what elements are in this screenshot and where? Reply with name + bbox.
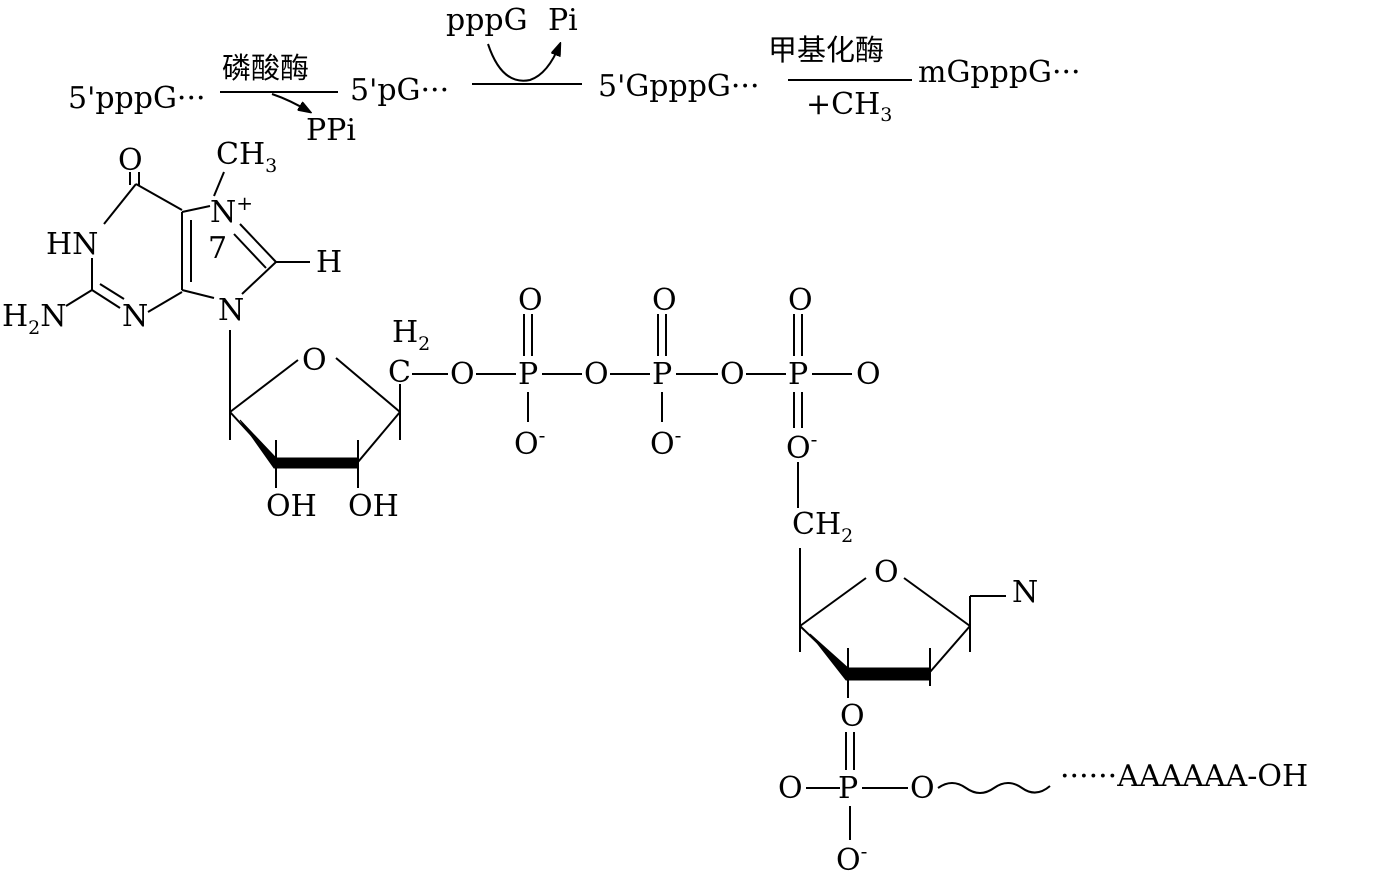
5prime-ch2: CH2 <box>792 507 853 547</box>
c8-hydrogen: H <box>316 245 342 280</box>
reaction-scheme: 5'pppG··· 磷酸酶 PPi 5'pG··· pppG Pi 5'Gppp… <box>68 3 1081 148</box>
phosphate-oxide: O- <box>836 839 867 875</box>
gamma-right-oxygen: O <box>856 357 881 392</box>
n3-nitrogen: N <box>122 299 148 334</box>
methyl-group-label: +CH3 <box>806 87 892 126</box>
alpha-top-oxygen: O <box>518 283 543 318</box>
phosphorus-gamma: P <box>788 357 808 392</box>
chain-wavy-bond <box>937 782 1051 794</box>
product-label: mGpppG··· <box>918 55 1081 90</box>
capped-intermediate-label: 5'GpppG··· <box>598 69 759 104</box>
cap-ribose-labels: O C H2 OH OH <box>266 315 430 524</box>
c5-carbon: C <box>388 355 411 390</box>
position-7-label: 7 <box>208 231 227 266</box>
ppi-label: PPi <box>306 113 356 148</box>
n1-hn: HN <box>46 227 98 262</box>
c5-hydrogens: H2 <box>392 315 430 355</box>
phosphorus-alpha: P <box>518 357 538 392</box>
methylguanine-base <box>65 171 310 412</box>
phosphatase-label: 磷酸酶 <box>222 51 309 85</box>
cap-ribose-bold-edge <box>239 419 359 469</box>
triphosphate-bonds <box>476 314 852 508</box>
gamma-top-oxygen: O <box>788 283 813 318</box>
cap-ribose <box>229 357 448 488</box>
ppi-release-arrow <box>271 93 310 112</box>
triphosphate-labels: O P O O- O P O O- O P O O O- <box>450 283 881 466</box>
gtp-exchange-arrow <box>487 44 560 82</box>
phosphorus-beta: P <box>652 357 672 392</box>
n9-nitrogen: N <box>218 293 244 328</box>
phosphate-left-oxygen: O <box>778 771 803 806</box>
second-ribose-oxygen: O <box>874 555 899 590</box>
carbonyl-oxygen: O <box>118 143 143 178</box>
alpha-oxide: O- <box>514 423 545 462</box>
pi-label: Pi <box>548 3 578 38</box>
pppg-donor-label: pppG <box>446 3 528 38</box>
bridge-oxygen-3: O <box>720 357 745 392</box>
2-hydroxyl: OH <box>266 489 317 524</box>
phosphodiester-bonds <box>806 732 1051 840</box>
ribose-ring-oxygen: O <box>302 343 327 378</box>
phosphate-top-oxygen: O <box>840 699 865 734</box>
methylguanine-labels: O CH3 N+ 7 HN H H2N N N <box>2 137 342 339</box>
beta-oxide: O- <box>650 423 681 462</box>
methyltransferase-label: 甲基化酶 <box>768 33 884 67</box>
phosphate-right-oxygen: O <box>910 771 935 806</box>
first-ribose-bold-edge <box>809 633 931 681</box>
methyl-group: CH3 <box>216 137 277 177</box>
beta-top-oxygen: O <box>652 283 677 318</box>
gamma-bottom-oxygen: O- <box>786 427 817 466</box>
intermediate-label: 5'pG··· <box>350 73 449 108</box>
3-hydroxyl: OH <box>348 489 399 524</box>
substrate-label: 5'pppG··· <box>68 81 206 116</box>
poly-a-tail: ······AAAAAA-OH <box>1060 759 1308 794</box>
bridge-oxygen-1: O <box>450 357 475 392</box>
bridge-oxygen-2: O <box>584 357 609 392</box>
amino-group: H2N <box>2 299 67 339</box>
phosphate-phosphorus: P <box>838 771 858 806</box>
base-nitrogen: N <box>1012 575 1038 610</box>
phosphate-labels: O P O O O- ······AAAAAA-OH <box>778 699 1308 875</box>
first-ribose-labels: CH2 O N <box>792 507 1038 610</box>
n7-nitrogen: N+ <box>210 191 253 230</box>
